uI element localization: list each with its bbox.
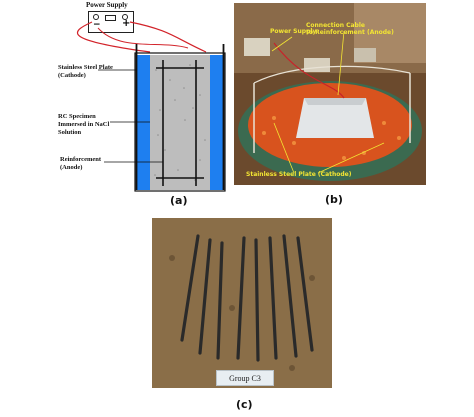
- tank-diagram: [77, 21, 226, 192]
- minus-sign: −: [93, 20, 101, 30]
- panel-c: Group C3 (c): [152, 218, 352, 417]
- power-supply-box: − +: [88, 11, 134, 33]
- anode-wire: [129, 21, 207, 53]
- label-reinforcement: Reinforcement (Anode): [60, 156, 102, 171]
- photo-label-power-supply: Power Supply: [270, 28, 317, 35]
- water-left: [136, 55, 150, 190]
- photo-rebars: [152, 218, 332, 388]
- water-right: [210, 55, 224, 190]
- rebar-group: [180, 234, 314, 362]
- display-rectangle: [105, 15, 116, 21]
- panel-b: Power Supply Connection Cable to Reinfor…: [234, 0, 474, 210]
- label-specimen: RC Specimen Immersed in NaCl Solution: [58, 113, 110, 136]
- panel-a: Power Supply − +: [0, 0, 230, 210]
- label-cathode: Stainless Steel Plate (Cathode): [58, 64, 113, 79]
- terminal-dot: [122, 14, 128, 20]
- wire-loop: [97, 27, 189, 49]
- specimen-block: [150, 55, 210, 190]
- power-supply-label: Power Supply: [86, 1, 128, 9]
- photo-label-cable: Connection Cable to Reinforcement (Anode…: [306, 22, 394, 36]
- caption-b: (b): [325, 193, 343, 206]
- photo-label-plate: Stainless Steel Plate (Cathode): [246, 171, 352, 178]
- plus-sign: +: [122, 18, 131, 29]
- terminal-dot: [93, 14, 99, 20]
- group-card: Group C3: [216, 370, 274, 386]
- cathode-wire: [77, 21, 151, 53]
- caption-a: (a): [170, 194, 188, 207]
- photo-setup: [234, 3, 426, 185]
- caption-c: (c): [236, 398, 253, 411]
